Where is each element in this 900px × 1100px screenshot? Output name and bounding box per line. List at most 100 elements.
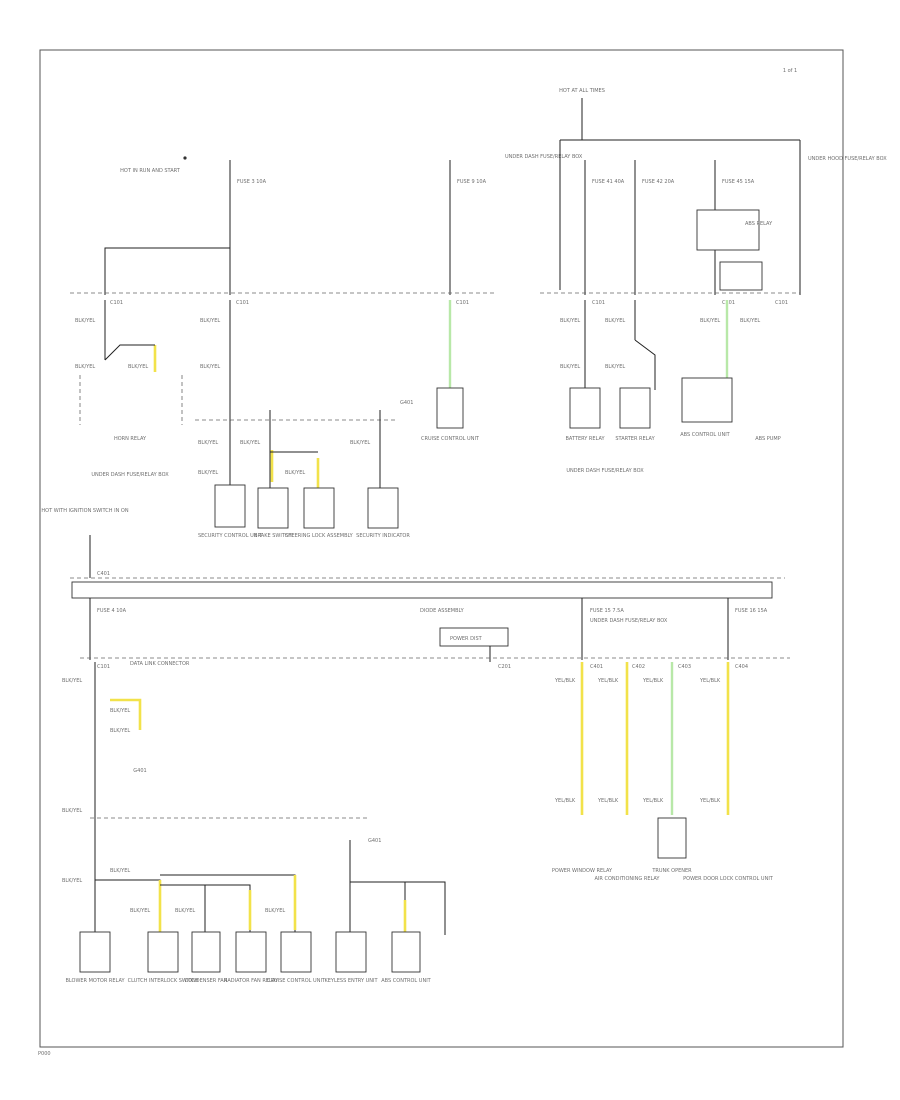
- tr-fuse-b: FUSE 42 20A: [642, 179, 675, 185]
- mid-c-4: C402: [632, 664, 645, 670]
- tl-wire-8: BLK/YEL: [198, 470, 218, 476]
- mid-center-label: DIODE ASSEMBLY: [420, 608, 465, 614]
- bl-source: G401: [133, 768, 146, 774]
- tl-c-label-2: C101: [236, 300, 249, 306]
- bl-wire-9: BLK/YEL: [265, 908, 285, 914]
- bl-wire-7: BLK/YEL: [130, 908, 150, 914]
- tl-c-label-1: C101: [110, 300, 123, 306]
- mid-fuse-right-b: FUSE 16 15A: [735, 608, 768, 614]
- mid-right-label: UNDER DASH FUSE/RELAY BOX: [590, 618, 668, 624]
- tr-comp-udfr: UNDER DASH FUSE/RELAY BOX: [566, 468, 644, 474]
- tl-c-label-3: C101: [456, 300, 469, 306]
- br-wire-3: YEL/BLK: [642, 678, 664, 684]
- tr-wire-6: BLK/YEL: [740, 318, 760, 324]
- tr-box-label: UNDER HOOD FUSE/RELAY BOX: [808, 156, 887, 162]
- tr-starter-relay: [619, 387, 651, 429]
- tr-wire-3: BLK/YEL: [605, 318, 625, 324]
- tr-c-label-1: C101: [592, 300, 605, 306]
- tl-security-indicator: [367, 487, 399, 529]
- br-wire-6: YEL/BLK: [597, 798, 619, 804]
- bottom-right-section: YEL/BLK YEL/BLK YEL/BLK YEL/BLK YEL/BLK …: [552, 662, 774, 882]
- tr-fuse-a: FUSE 41 40A: [592, 179, 625, 185]
- tl-fuse-b: FUSE 9 10A: [457, 179, 487, 185]
- tr-battery-relay: [569, 387, 601, 429]
- middle-section: HOT WITH IGNITION SWITCH IN ON C401 FUSE…: [41, 508, 790, 670]
- tl-comp-horn-relay: HORN RELAY: [114, 436, 147, 442]
- tl-comp-security-ind: SECURITY INDICATOR: [356, 533, 410, 539]
- tr-abs-control-unit: [681, 377, 733, 423]
- bl-wire-5: BLK/YEL: [62, 878, 82, 884]
- mid-fuse-block: [71, 581, 773, 599]
- bl-radiator-fan-relay: [235, 931, 267, 973]
- tl-wire-10: BLK/YEL: [350, 440, 370, 446]
- bl-wire-4: BLK/YEL: [62, 808, 82, 814]
- bl-comp-5: CRUISE CONTROL UNIT: [267, 978, 326, 984]
- page-ref: 1 of 1: [783, 68, 797, 74]
- tr-c-label-2: C101: [722, 300, 735, 306]
- tl-steering-lock: [303, 487, 335, 529]
- mid-c-2: C201: [498, 664, 511, 670]
- tl-fuse-a: FUSE 3 10A: [237, 179, 267, 185]
- bl-keyless-entry: [335, 931, 367, 973]
- br-wire-5: YEL/BLK: [554, 798, 576, 804]
- tr-comp-starter: STARTER RELAY: [615, 436, 655, 442]
- tl-wire-5: BLK/YEL: [200, 364, 220, 370]
- tr-c-label-3: C101: [775, 300, 788, 306]
- br-trunk-opener-box: [657, 817, 687, 859]
- bl-clutch-interlock: [147, 931, 179, 973]
- mid-diode-assembly: [439, 627, 509, 647]
- tr-comp-abs-pump: ABS PUMP: [755, 436, 781, 442]
- tr-wire-4: BLK/YEL: [605, 364, 625, 370]
- tl-wire-2: BLK/YEL: [75, 364, 95, 370]
- br-comp-2: AIR CONDITIONING RELAY: [595, 876, 661, 882]
- mid-left-label: DATA LINK CONNECTOR: [130, 661, 190, 667]
- mid-source-label: HOT WITH IGNITION SWITCH IN ON: [41, 508, 128, 514]
- mid-c-6: C404: [735, 664, 748, 670]
- tl-source-node: [183, 156, 187, 160]
- tl-source-label: HOT IN RUN AND START: [120, 168, 181, 174]
- top-right-section: HOT AT ALL TIMES FUSE 41 40A FUSE 42 20A…: [540, 88, 887, 474]
- bl-wire-3: BLK/YEL: [110, 728, 130, 734]
- br-wire-4: YEL/BLK: [699, 678, 721, 684]
- br-wire-7: YEL/BLK: [642, 798, 664, 804]
- top-left-section: HOT IN RUN AND START FUSE 3 10A FUSE 9 1…: [70, 154, 583, 539]
- mid-bus-label: C401: [97, 571, 110, 577]
- tl-comp-security-cu: SECURITY CONTROL UNIT: [198, 533, 263, 539]
- br-comp-4: POWER DOOR LOCK CONTROL UNIT: [683, 876, 774, 882]
- mid-c-3: C401: [590, 664, 603, 670]
- tl-cruise-control-unit: [436, 387, 464, 429]
- bl-condenser-fan: [191, 931, 221, 973]
- tl-wire-7: BLK/YEL: [240, 440, 260, 446]
- tl-comp-brake-switch: BRAKE SWITCH: [254, 533, 292, 539]
- bl-comp-1: BLOWER MOTOR RELAY: [65, 978, 125, 984]
- bl-cruise-control-unit: [280, 931, 312, 973]
- tl-comp-steering-lock: STEERING LOCK ASSEMBLY: [285, 533, 353, 539]
- tl-under-dash: UNDER DASH FUSE/RELAY BOX: [505, 154, 583, 160]
- mid-fuse-left: FUSE 4 10A: [97, 608, 127, 614]
- bl-abs-control: [391, 931, 421, 973]
- tr-relay-label: ABS RELAY: [745, 221, 773, 227]
- bl-wire-2: BLK/YEL: [110, 708, 130, 714]
- bl-blower-motor-relay: [79, 931, 111, 973]
- diagram-frame: [39, 49, 844, 1048]
- tr-fuse-c: FUSE 45 15A: [722, 179, 755, 185]
- bl-comp-2: CLUTCH INTERLOCK SWITCH: [128, 978, 199, 984]
- tr-relay-inner: [719, 261, 763, 291]
- tr-wire-5: BLK/YEL: [700, 318, 720, 324]
- tr-abs-relay: [696, 209, 760, 251]
- tr-comp-battery: BATTERY RELAY: [565, 436, 605, 442]
- tl-wire-1: BLK/YEL: [75, 318, 95, 324]
- bl-wire-8: BLK/YEL: [175, 908, 195, 914]
- bl-ground: G401: [368, 838, 381, 844]
- mid-center-sub: POWER DIST: [450, 636, 483, 642]
- br-wire-8: YEL/BLK: [699, 798, 721, 804]
- tl-ground: G401: [400, 400, 413, 406]
- br-wire-2: YEL/BLK: [597, 678, 619, 684]
- tr-wire-1: BLK/YEL: [560, 318, 580, 324]
- br-comp-1: POWER WINDOW RELAY: [552, 868, 613, 874]
- tr-source-label: HOT AT ALL TIMES: [559, 88, 605, 94]
- bl-comp-4: RADIATOR FAN RELAY: [224, 978, 279, 984]
- bl-comp-7: ABS CONTROL UNIT: [381, 978, 431, 984]
- mid-c-1: C101: [97, 664, 110, 670]
- br-comp-3: TRUNK OPENER: [651, 868, 692, 874]
